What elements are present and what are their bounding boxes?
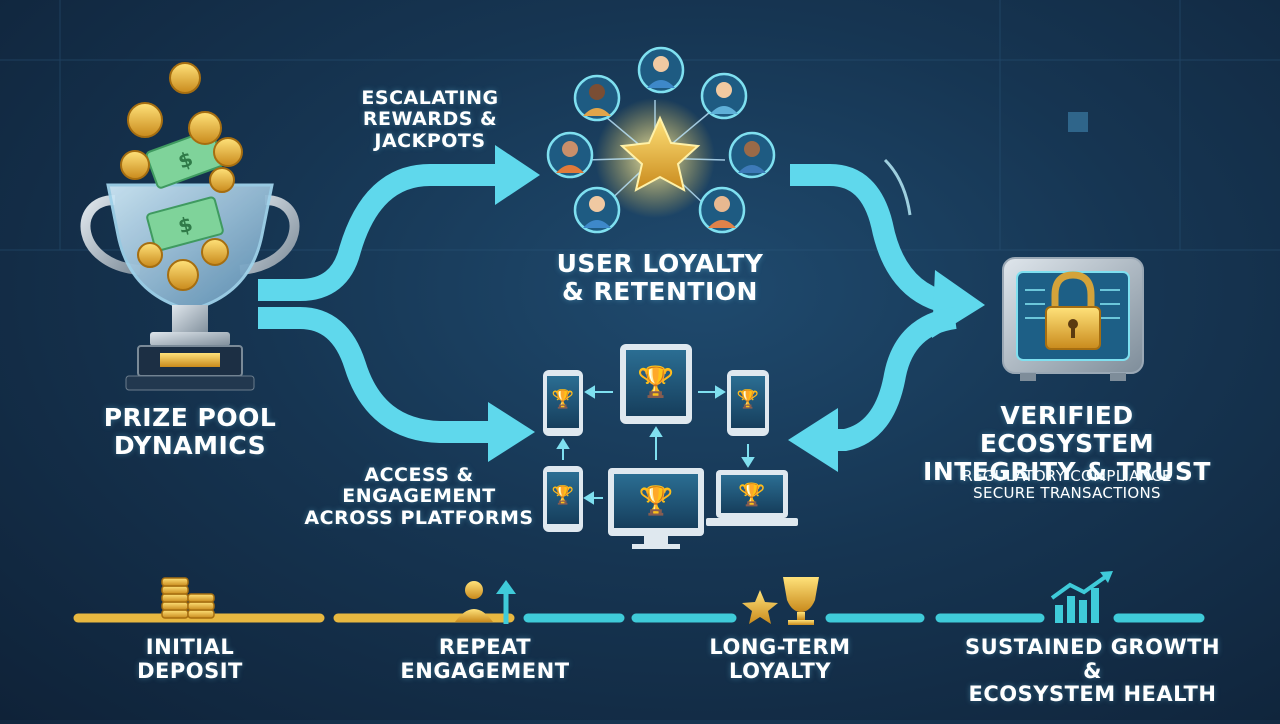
label-line: INTEGRITY & TRUST bbox=[923, 457, 1211, 486]
svg-text:🏆: 🏆 bbox=[637, 364, 674, 400]
star-trophy-icon bbox=[742, 577, 819, 625]
flow-arrow-to-ecosystem bbox=[790, 164, 985, 338]
growth-chart-icon bbox=[1050, 571, 1113, 623]
user-loyalty-label: USER LOYALTY & RETENTION bbox=[540, 250, 780, 306]
glow-arc bbox=[883, 158, 912, 216]
label-line: INITIAL bbox=[145, 635, 235, 659]
star-icon bbox=[619, 115, 701, 192]
avatar bbox=[573, 186, 621, 234]
decor-square bbox=[1068, 112, 1088, 132]
label-line: ENGAGEMENT bbox=[342, 485, 496, 508]
phone-icon: 🏆 bbox=[727, 370, 769, 436]
svg-text:🏆: 🏆 bbox=[738, 482, 765, 508]
label-line: REGULATORY COMPLIANCE bbox=[962, 467, 1172, 485]
escalating-rewards-label: ESCALATING REWARDS & JACKPOTS bbox=[340, 87, 520, 152]
trophy-icon: $ bbox=[80, 183, 300, 391]
label-line: DEPOSIT bbox=[137, 658, 243, 683]
label-line: VERIFIED ECOSYSTEM bbox=[979, 401, 1155, 458]
coins-icon: $ bbox=[120, 62, 243, 193]
label-line: LONG-TERM bbox=[709, 635, 851, 659]
device-grid: 🏆 🏆 🏆 🏆 🏆 🏆 bbox=[543, 344, 798, 549]
svg-text:🏆: 🏆 bbox=[552, 388, 574, 410]
flow-arrow-lower bbox=[258, 307, 535, 462]
svg-text:🏆: 🏆 bbox=[552, 484, 574, 506]
label-line: & RETENTION bbox=[562, 277, 758, 306]
laptop-icon: 🏆 bbox=[706, 470, 798, 526]
svg-text:🏆: 🏆 bbox=[639, 484, 674, 517]
label-line: SUSTAINED GROWTH & bbox=[964, 635, 1221, 683]
timeline-label-initial-deposit: INITIAL DEPOSIT bbox=[100, 635, 280, 683]
desktop-monitor-icon: 🏆 bbox=[608, 468, 704, 549]
label-line: PRIZE POOL bbox=[103, 403, 277, 432]
avatar bbox=[700, 72, 748, 120]
timeline-label-repeat-engagement: REPEAT ENGAGEMENT bbox=[385, 635, 585, 683]
avatar bbox=[698, 186, 746, 234]
timeline-label-long-term-loyalty: LONG-TERM LOYALTY bbox=[680, 635, 880, 683]
phone-icon: 🏆 bbox=[543, 370, 583, 436]
prize-pool-label: PRIZE POOL DYNAMICS bbox=[80, 404, 300, 460]
access-engagement-label: ACCESS & ENGAGEMENT ACROSS PLATFORMS bbox=[300, 464, 538, 529]
flow-arrow-upper bbox=[258, 145, 540, 301]
label-line: REWARDS & bbox=[362, 108, 498, 131]
label-line: ACCESS & bbox=[364, 464, 474, 486]
coin-stack-icon bbox=[161, 577, 215, 619]
avatar bbox=[728, 131, 776, 179]
svg-text:🏆: 🏆 bbox=[737, 388, 759, 410]
vault-lock-icon bbox=[1002, 257, 1144, 381]
timeline-label-sustained-growth: SUSTAINED GROWTH & ECOSYSTEM HEALTH bbox=[955, 635, 1230, 707]
avatar bbox=[546, 131, 594, 179]
label-line: JACKPOTS bbox=[374, 129, 486, 152]
label-line: SECURE TRANSACTIONS bbox=[973, 483, 1161, 502]
label-line: ESCALATING bbox=[361, 87, 499, 109]
label-line: DYNAMICS bbox=[113, 431, 267, 460]
flow-arrow-return bbox=[788, 307, 957, 472]
user-growth-icon bbox=[455, 580, 516, 624]
user-avatars bbox=[546, 46, 776, 234]
label-line: USER LOYALTY bbox=[556, 249, 764, 278]
label-line: ENGAGEMENT bbox=[400, 658, 570, 683]
user-ring bbox=[584, 98, 726, 218]
avatar bbox=[573, 74, 621, 122]
label-line: LOYALTY bbox=[728, 658, 832, 683]
label-line: ECOSYSTEM HEALTH bbox=[968, 682, 1217, 707]
svg-text:$: $ bbox=[175, 212, 195, 239]
label-line: REPEAT bbox=[438, 635, 532, 659]
tablet-icon: 🏆 bbox=[620, 344, 692, 424]
label-line: ACROSS PLATFORMS bbox=[304, 506, 534, 529]
phone-icon: 🏆 bbox=[543, 466, 583, 532]
verified-ecosystem-label: VERIFIED ECOSYSTEM INTEGRITY & TRUST bbox=[912, 402, 1222, 486]
avatar bbox=[637, 46, 685, 94]
verified-ecosystem-sublabel: REGULATORY COMPLIANCE SECURE TRANSACTION… bbox=[912, 468, 1222, 502]
